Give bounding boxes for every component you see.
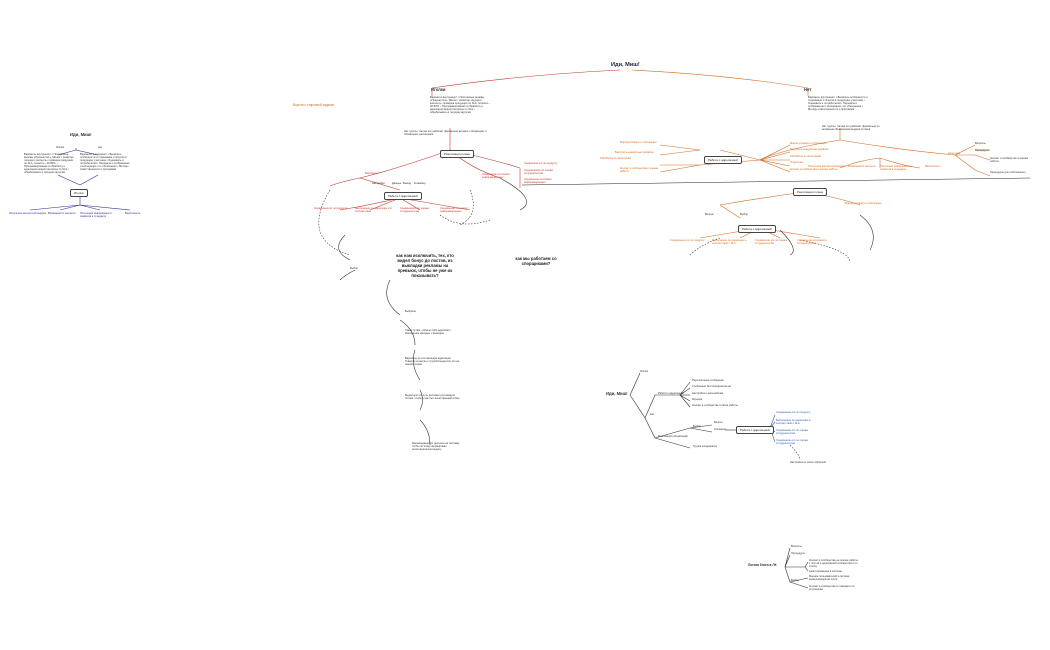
left-mid-label: Вывод — [403, 182, 411, 185]
main-title[interactable]: Иди, Миш! — [611, 62, 640, 68]
left-side-leaf: Соединение источники информационных — [524, 178, 552, 184]
left-branch-title[interactable]: Иголки — [431, 87, 446, 92]
left-mid-label: Конвейер — [414, 182, 426, 185]
left-leaf: Выполнение по адресации и в соответствие — [355, 207, 392, 213]
tree2-sub: Группа координатор — [693, 445, 718, 448]
left-side-leaf: Соединяем его по продукту — [524, 162, 558, 165]
right-leaf: Соединение его по оценке сотрудничества — [755, 239, 788, 245]
tree2-title[interactable]: Иди, Миш! — [606, 391, 628, 396]
right-orange-r: Получение контентной выдачи — [808, 165, 846, 168]
tree3-item: Контакт в сообществе в стандарте по исто… — [809, 585, 855, 591]
tree3-item: Адаптированная в системе — [809, 570, 842, 573]
tree2-sub: Описание — [714, 428, 726, 431]
tree2-right: Настройка в дальнейшем — [692, 392, 724, 395]
flow-step: Выделяем тот путь доставки для каждого п… — [405, 394, 460, 400]
left-question: Нет группы, так как это работает формаль… — [404, 130, 487, 136]
flow-step: Варианты по составлению адресации. Товар… — [405, 357, 460, 366]
summary-leaf: Получение контентной выдачи — [9, 212, 47, 215]
flow-step: Таким путём: «Этапы либо адресная / Увел… — [405, 329, 451, 335]
center-question-1[interactable]: как нам исключить, тех, кто видел бонус … — [396, 253, 454, 278]
left-side-leaf: Соединение источники информационных — [482, 173, 510, 179]
right-flow-label: Маршрутизация и публикации — [845, 202, 882, 205]
summary-leaf: Получение информации и сервисов в станда… — [80, 212, 112, 218]
tree2-right: Контакт в сообществе в связи работы — [692, 404, 738, 407]
far-right-item: Контакт и сообщество и оценка работы — [990, 157, 1029, 163]
tree2-blue: Выполнение по адресации в соответствии с… — [776, 419, 811, 425]
left-description: Варианты внутренних: • Постоянные вызовы… — [430, 96, 491, 114]
right-orange-hub: Категория — [948, 152, 961, 155]
flow-label: Выбор — [350, 267, 358, 270]
tree3-item: Контакт в сообществе на основе работы с … — [809, 559, 858, 568]
right-question: Нет группы, так как это работает формаль… — [822, 125, 880, 131]
right-work-node[interactable]: Работа с адресацией — [704, 156, 742, 164]
right-orange-left: Обработка по категориям — [600, 157, 631, 160]
tree2-right: Функции — [692, 398, 703, 401]
tree2-blue: Соединение его по оценке сотрудничества — [776, 439, 809, 445]
right-hub-node[interactable]: Реализация плана — [793, 188, 827, 196]
flow-step: Рекомендации по дисплею на поставку, что… — [412, 442, 460, 451]
right-flow-label: Вопрос — [705, 213, 714, 216]
right-description-text: Варианты внутренних: • Выявлять особенно… — [808, 96, 868, 111]
left-hub-node[interactable]: Реализация плана — [440, 150, 474, 158]
summary-title[interactable]: Иди, Миш! — [70, 132, 92, 137]
left-leaf: Соединяемся по оценке сотрудничества — [400, 207, 430, 213]
tree3-item: Вопросы — [791, 545, 802, 548]
right-orange-item: Отделение — [790, 161, 804, 164]
tree2-sub: Вопрос — [714, 421, 723, 424]
tree2-right: Перечисление сообщения — [692, 379, 724, 382]
left-mid-label: Настройки — [372, 182, 385, 185]
right-flow-label: Выбор — [740, 213, 748, 216]
far-right-item: Вопросы — [975, 142, 986, 145]
tree2-item: Нет — [650, 413, 655, 416]
summary-leaf: Вероятность — [125, 212, 141, 215]
tree2-item: Реализация объявлений — [658, 435, 688, 438]
summary-right-desc: Варианты внутренних: • Выявлять особенно… — [80, 153, 130, 171]
far-right-item: Процедуры — [975, 149, 989, 152]
tree2-blue: Соединение его по продукту — [776, 411, 811, 414]
center-question-2[interactable]: как мы работаем со спорщиками? — [515, 256, 557, 266]
tree3-item: Процедуры — [791, 552, 805, 555]
tree2-blue: Соединение его по оценке сотрудничества — [776, 429, 809, 435]
right-leaf: Выполнение по адресации в соответствии с… — [712, 239, 747, 245]
right-orange-item: Выгрузить конкретные профили — [790, 148, 829, 151]
tree2-item: Иголки — [640, 370, 649, 373]
right-orange-item: Обработка по категориям — [790, 155, 821, 158]
tree2-right: Сообщение без координатов нет — [692, 385, 732, 388]
tree3-item: Выбор — [791, 579, 799, 582]
right-leaf: Соединение источники и сотрудничества — [797, 239, 827, 245]
right-orange-item: Контакт в сообщества и оценка работы — [790, 168, 838, 171]
right-orange-left: Маршрутизация и публикации — [620, 141, 657, 144]
right-orange-item: Маршрутизация и публикации — [790, 142, 827, 145]
left-mid-label: Выполнить — [365, 172, 379, 175]
right-orange-r: Вероятность — [925, 165, 941, 168]
tree2-sub: Выбор — [693, 425, 701, 428]
right-orange-r: Возможности контента — [848, 165, 876, 168]
right-leaf: Соединение его по продукту — [670, 239, 705, 242]
tree2-item: Работа с адресацией — [658, 392, 684, 395]
far-right-item: Процедуры для собственного — [990, 171, 1026, 174]
summary-leaf: Возможности контента — [48, 212, 76, 215]
right-branch-title[interactable]: Нет — [804, 87, 812, 92]
left-mid-label: Данные — [392, 182, 402, 185]
tree2-node[interactable]: Работа с адресацией — [736, 426, 774, 434]
right-orange-r: Получение информации и сервисов в станда… — [880, 165, 912, 171]
flow-step: Выбрали — [405, 310, 416, 313]
orange-note: Ворота к стартовой задачке — [293, 103, 335, 107]
summary-left-desc: Варианты внутренних: • Постоянные вызовы… — [24, 153, 74, 174]
left-leaf: Соединяем его по продукту — [314, 207, 348, 210]
right-work-node-2[interactable]: Работа с адресацией — [738, 225, 776, 233]
summary-hub[interactable]: Иголки — [70, 189, 88, 197]
tree3-title[interactable]: Логика блога в ЛК — [748, 563, 777, 567]
summary-right: Нет — [98, 146, 103, 149]
left-side-leaf: Соединяемся по оценке сотрудничества — [524, 169, 554, 175]
left-leaf: Соединение источники информационных — [440, 207, 468, 213]
right-orange-left: Выгрузить конкретные профили — [615, 151, 654, 154]
tree2-note: Настройка из полос обратной — [790, 461, 826, 464]
left-work-node[interactable]: Работа с адресацией — [384, 192, 422, 200]
right-orange-left: Контакт в сообщества и оценка работы — [620, 167, 658, 173]
summary-left: Иголки — [56, 146, 65, 149]
tree3-item: Мнение пользователей к системе коммуника… — [809, 575, 850, 581]
